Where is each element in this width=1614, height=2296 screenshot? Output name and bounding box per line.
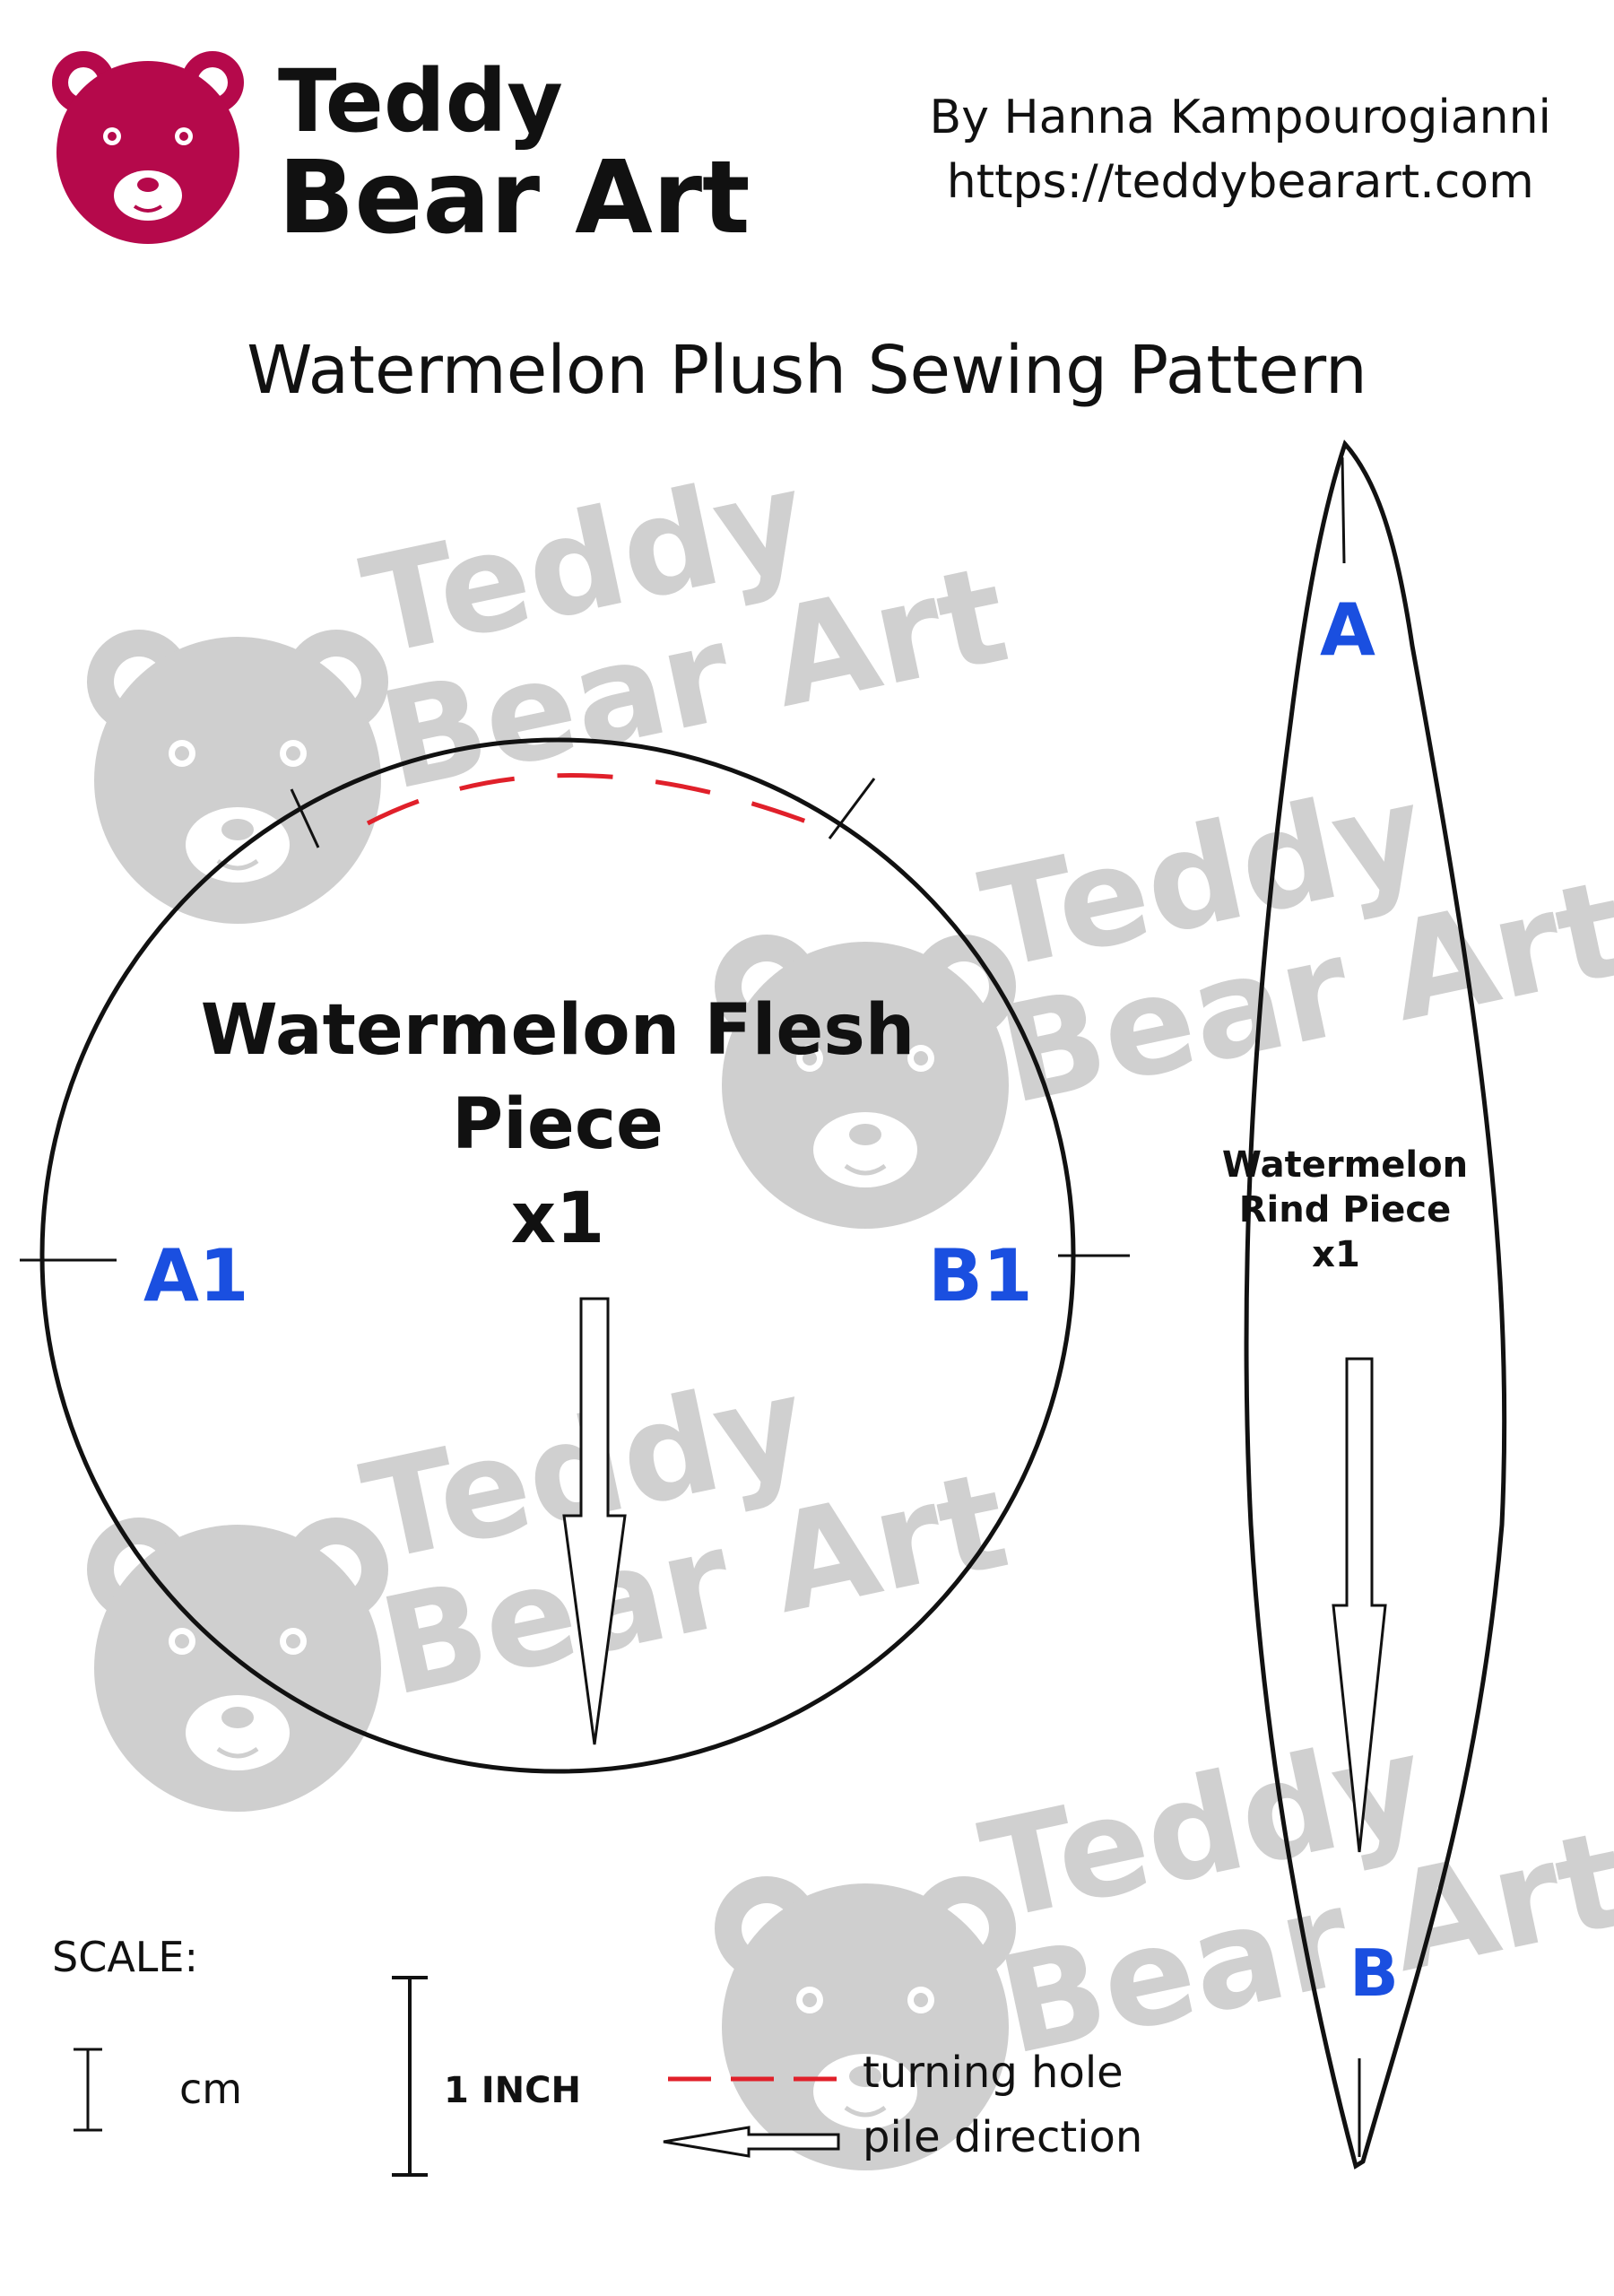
legend-pile-arrow-icon [663, 2126, 840, 2158]
watermark-4: Teddy Bear Art [715, 1706, 1614, 2170]
logo-text-line2: Bear Art [278, 140, 751, 257]
flesh-pile-arrow [562, 1297, 627, 1745]
page-title: Watermelon Plush Sewing Pattern [247, 332, 1367, 409]
logo-bear-icon [52, 51, 244, 244]
rind-piece-name-line1: Watermelon [1222, 1144, 1468, 1186]
rind-piece-count: x1 [1312, 1234, 1360, 1275]
rind-marker-a: A [1320, 588, 1375, 672]
legend-turning-hole-label: turning hole [863, 2048, 1124, 2098]
scale-inch-bar [392, 1976, 428, 2177]
rind-piece-name-line2: Rind Piece [1239, 1189, 1452, 1231]
flesh-piece-name-line2: Piece [452, 1084, 664, 1165]
scale-inch-label: 1 INCH [444, 2070, 581, 2111]
author-block: By Hanna Kampourogianni https://teddybea… [930, 85, 1551, 214]
author-name: By Hanna Kampourogianni [929, 91, 1551, 144]
scale-heading: SCALE: [52, 1933, 198, 1981]
flesh-piece-name-line1: Watermelon Flesh [201, 990, 915, 1071]
legend-pile-direction-label: pile direction [863, 2112, 1143, 2162]
website-link[interactable]: https://teddybearart.com [946, 155, 1534, 209]
flesh-marker-a1: A1 [143, 1234, 249, 1318]
flesh-piece-count: x1 [511, 1178, 605, 1259]
turning-hole-mark [366, 773, 817, 828]
logo-text-line1: Teddy [278, 51, 563, 152]
rind-pile-arrow [1332, 1357, 1387, 1853]
watermark-3: Teddy Bear Art [87, 1347, 1020, 1812]
flesh-marker-b1: B1 [928, 1234, 1033, 1318]
flesh-notches [20, 778, 1130, 1262]
rind-piece-outline [1244, 439, 1507, 2170]
rind-marker-b: B [1349, 1935, 1399, 2011]
scale-cm-bar [74, 2048, 102, 2132]
scale-cm-label: cm [179, 2065, 243, 2113]
